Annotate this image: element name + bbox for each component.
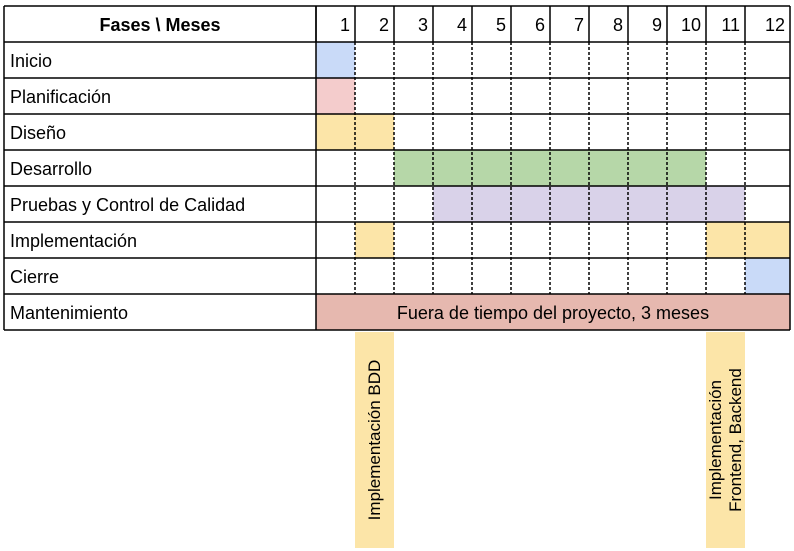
phase-label: Planificación	[10, 87, 111, 107]
month-header: 1	[340, 15, 350, 35]
maintenance-text: Fuera de tiempo del proyecto, 3 meses	[397, 303, 709, 323]
month-header: 11	[721, 15, 740, 35]
note-text: Implementación	[706, 380, 725, 500]
note-text: Implementación BDD	[365, 360, 384, 521]
phase-label: Diseño	[10, 123, 66, 143]
gantt-bar	[355, 222, 394, 258]
phase-label: Desarrollo	[10, 159, 92, 179]
month-header: 7	[574, 15, 584, 35]
corner-header: Fases \ Meses	[99, 15, 220, 35]
phase-label: Mantenimiento	[10, 303, 128, 323]
month-header: 6	[535, 15, 545, 35]
note-bar	[706, 332, 745, 548]
month-header: 4	[457, 15, 467, 35]
month-header: 10	[681, 15, 701, 35]
month-header: 8	[613, 15, 623, 35]
month-header: 3	[418, 15, 428, 35]
month-header: 9	[652, 15, 662, 35]
gantt-bar	[316, 42, 355, 78]
month-header: 5	[496, 15, 506, 35]
gantt-bar	[706, 222, 790, 258]
note-label: Implementación BDD	[365, 360, 384, 521]
phase-label: Pruebas y Control de Calidad	[10, 195, 245, 215]
phase-label: Inicio	[10, 51, 52, 71]
gantt-bar	[745, 258, 790, 294]
note-text: Frontend, Backend	[726, 368, 745, 512]
month-header: 12	[765, 15, 785, 35]
maintenance-bar	[316, 294, 790, 330]
gantt-bar	[316, 78, 355, 114]
phase-label: Implementación	[10, 231, 137, 251]
note-bar	[355, 332, 394, 548]
phase-label: Cierre	[10, 267, 59, 287]
month-header: 2	[379, 15, 389, 35]
